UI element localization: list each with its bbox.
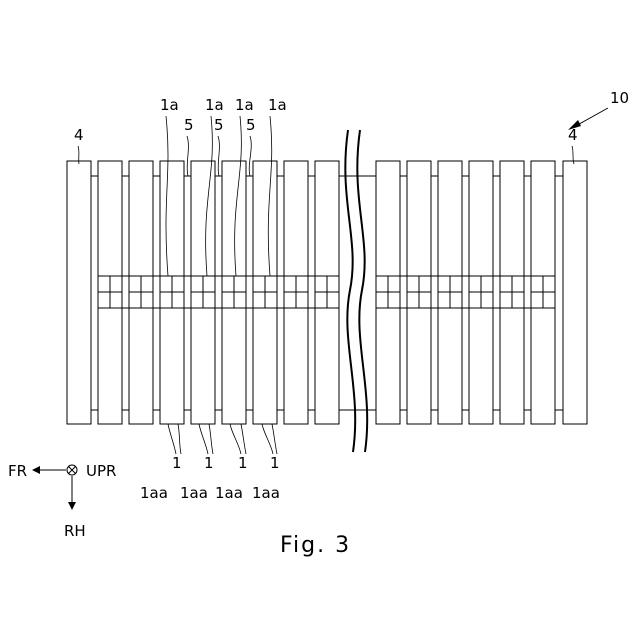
reference-labels: 1a1a1a1a5554411111aa1aa1aa1aa xyxy=(74,96,578,502)
label-5: 5 xyxy=(246,116,256,134)
label-1: 1 xyxy=(238,454,248,472)
leader-5 xyxy=(249,136,251,176)
label-4-left: 4 xyxy=(74,126,84,144)
leader-1a xyxy=(166,116,168,276)
figure-caption: Fig. 3 xyxy=(280,533,351,558)
leader-1aa xyxy=(262,424,273,454)
label-fr: FR xyxy=(8,462,27,480)
label-1: 1 xyxy=(204,454,214,472)
break-mark xyxy=(345,130,367,452)
label-1: 1 xyxy=(172,454,182,472)
label-5: 5 xyxy=(214,116,224,134)
leader-1a xyxy=(268,116,271,276)
label-1a: 1a xyxy=(205,96,224,114)
label-1aa: 1aa xyxy=(252,484,280,502)
label-upr: UPR xyxy=(86,462,116,480)
label-1a: 1a xyxy=(235,96,254,114)
break-line-left xyxy=(345,130,355,452)
leader-1 xyxy=(178,424,181,454)
leader-1 xyxy=(272,424,277,454)
label-1aa: 1aa xyxy=(215,484,243,502)
leader-1aa xyxy=(230,424,241,454)
label-1a: 1a xyxy=(268,96,287,114)
break-line-right xyxy=(357,130,367,452)
leader-1 xyxy=(209,424,213,454)
leader-5 xyxy=(187,136,188,176)
end-plate xyxy=(67,161,91,424)
label-1: 1 xyxy=(270,454,280,472)
orientation-indicator: FR UPR RH xyxy=(8,462,116,540)
arrow-rh-head xyxy=(68,502,76,510)
leader-5 xyxy=(218,136,219,176)
label-rh: RH xyxy=(64,522,86,540)
arrow-fr-head xyxy=(32,466,40,474)
leader-1a xyxy=(206,116,213,276)
label-5: 5 xyxy=(184,116,194,134)
leader-1aa xyxy=(168,424,176,454)
leader-1 xyxy=(241,424,246,454)
label-1a: 1a xyxy=(160,96,179,114)
leader-1a xyxy=(235,116,242,276)
label-1aa: 1aa xyxy=(180,484,208,502)
leader-1aa xyxy=(199,424,208,454)
cell-stack xyxy=(67,161,587,424)
label-10: 10 xyxy=(610,89,629,107)
label-1aa: 1aa xyxy=(140,484,168,502)
end-plate xyxy=(563,161,587,424)
